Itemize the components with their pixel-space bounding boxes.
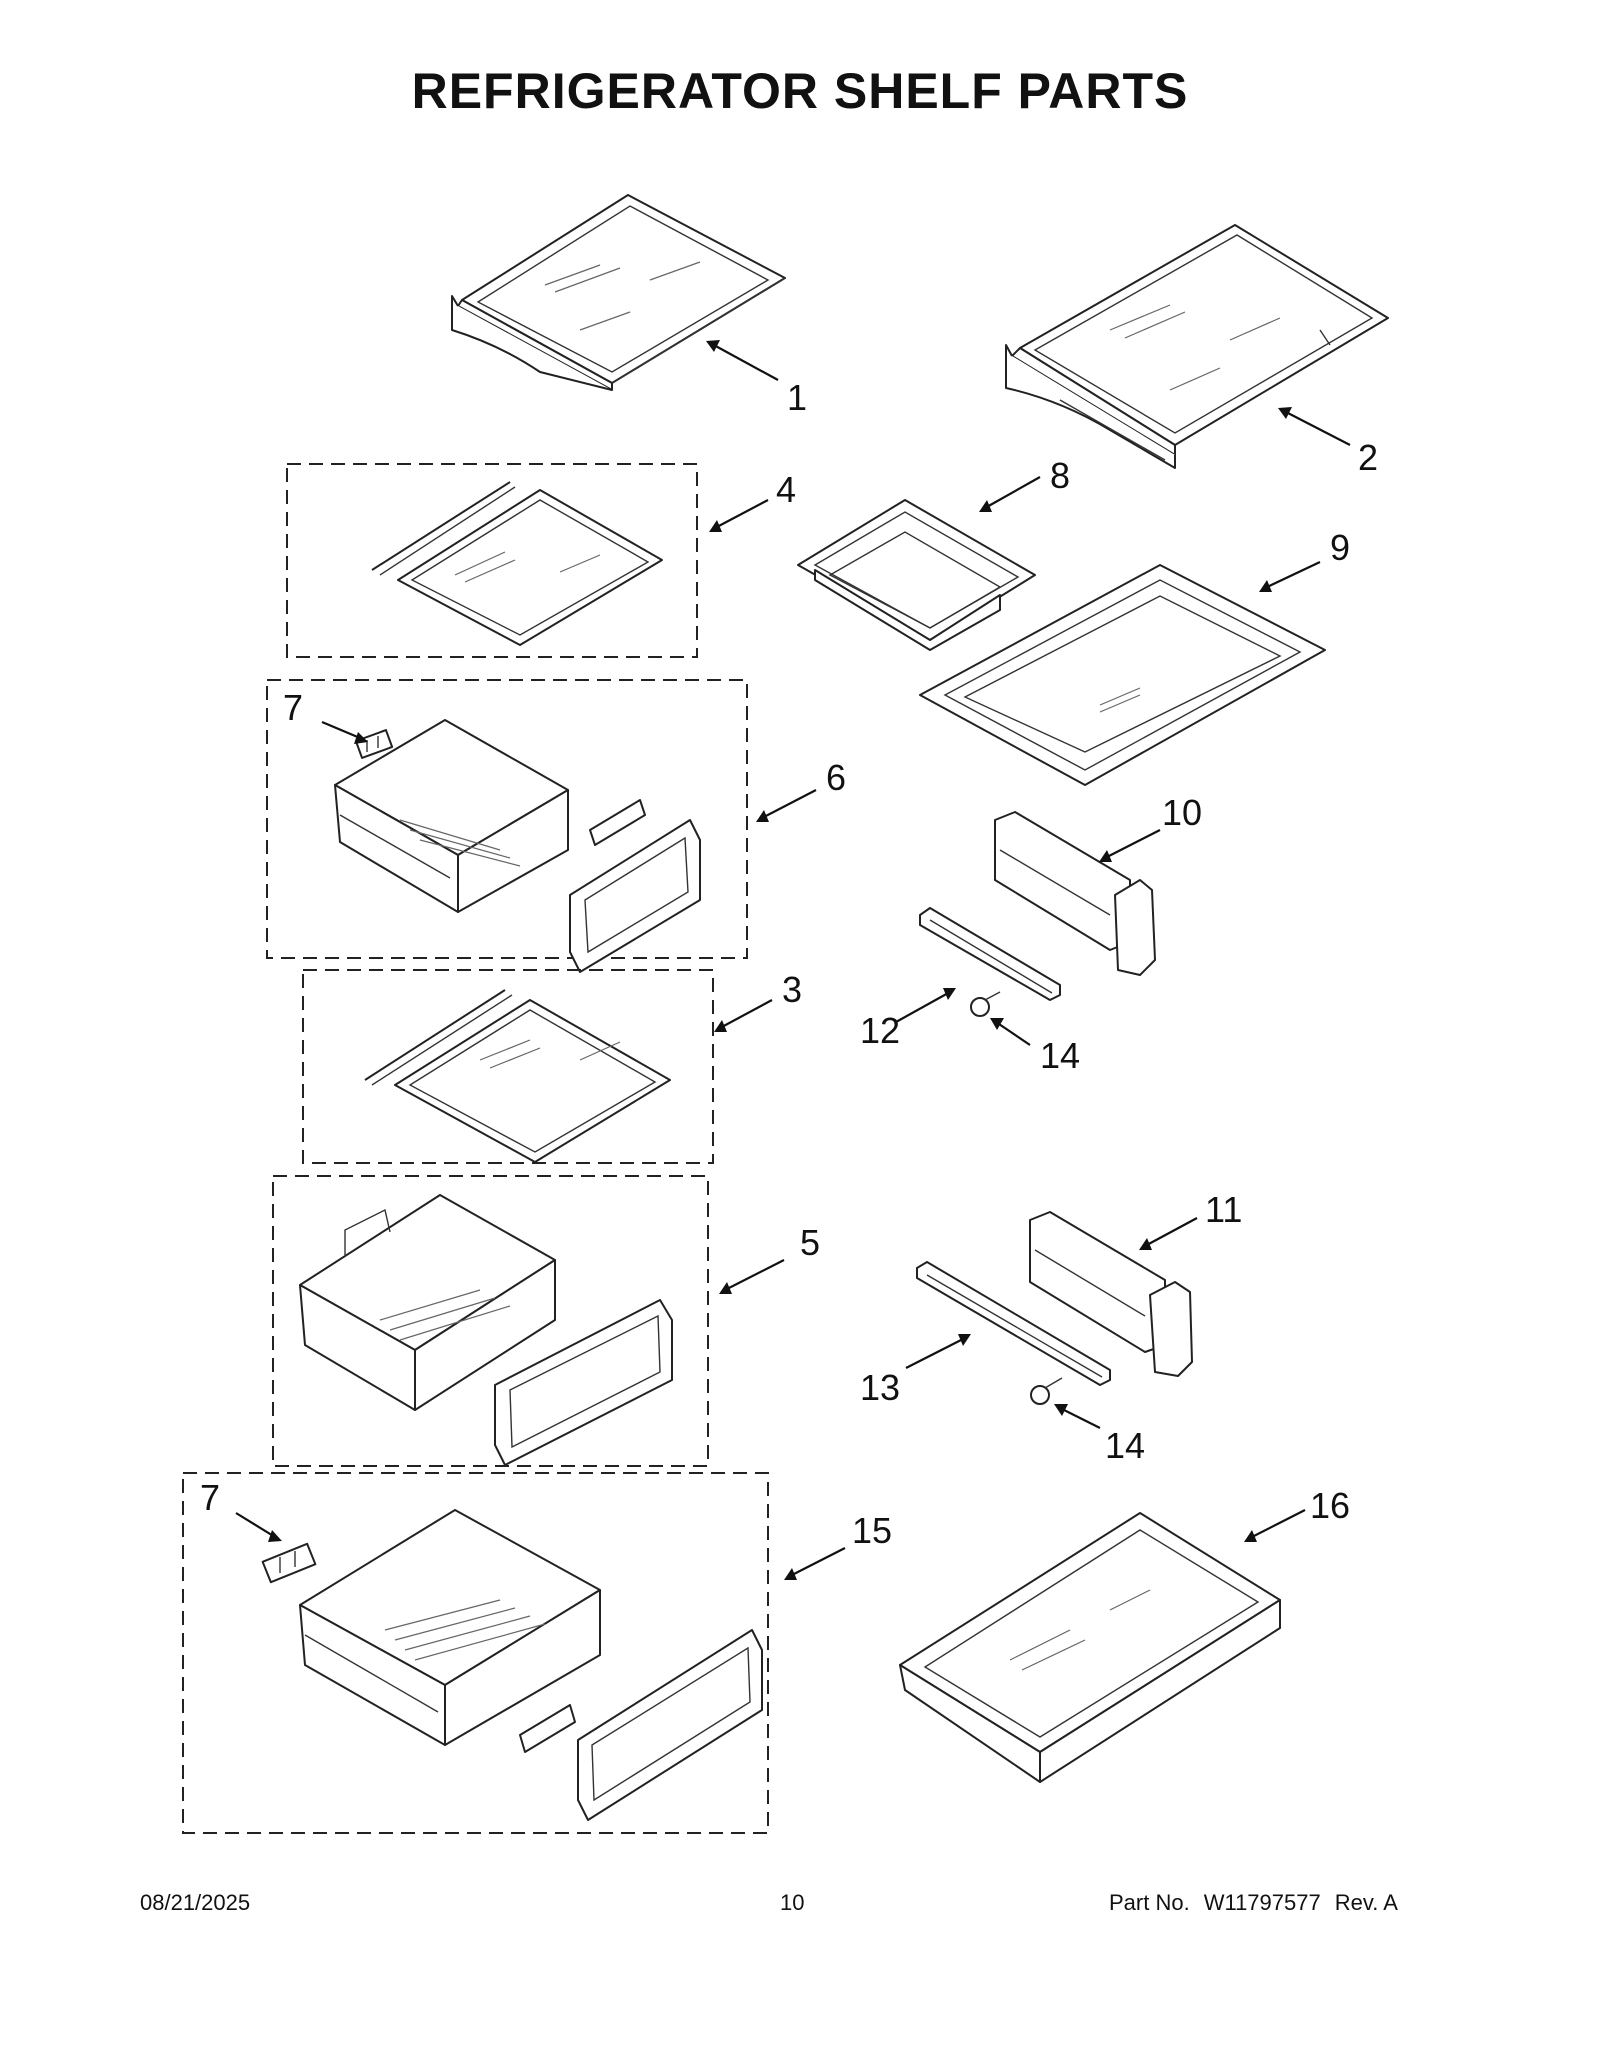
callout-8: 8	[1050, 455, 1070, 496]
part-10-drawer-slide	[994, 811, 1156, 976]
kit-boundary-5	[272, 1175, 709, 1467]
part-8-small-bin	[797, 499, 1036, 651]
callout-6: 6	[826, 757, 846, 798]
callout-3: 3	[782, 969, 802, 1010]
footer-part-info: Part No. W11797577 Rev. A	[1103, 1890, 1398, 1916]
part-5-drawer	[299, 1194, 673, 1466]
part-14-screw-a	[970, 991, 1001, 1017]
kit-boundary-15	[182, 1472, 769, 1834]
callout-16: 16	[1310, 1485, 1350, 1526]
footer-part-number: W11797577	[1203, 1890, 1321, 1915]
part-12-slide-rail	[919, 907, 1061, 1001]
callout-4: 4	[776, 469, 796, 510]
leader-arrows	[235, 340, 1351, 1580]
kit-boundary-3	[302, 969, 714, 1164]
part-1-glass-shelf	[451, 194, 786, 391]
callout-13: 13	[860, 1367, 900, 1408]
part-9-large-tray	[919, 564, 1326, 786]
callout-7-lower: 7	[200, 1477, 220, 1518]
kit-boundary-6	[266, 679, 748, 959]
kit-boundary-4	[286, 463, 698, 658]
part-7-humidity-slider-b	[261, 1542, 317, 1584]
callout-12: 12	[860, 1010, 900, 1051]
part-15-crisper-drawer	[299, 1509, 763, 1821]
callout-9: 9	[1330, 527, 1350, 568]
callout-14-lower: 14	[1105, 1425, 1145, 1466]
footer-date: 08/21/2025	[140, 1890, 251, 1915]
part-16-deli-drawer	[899, 1512, 1281, 1783]
callout-7-upper: 7	[283, 687, 303, 728]
part-3-glass-shelf	[364, 989, 671, 1163]
part-14-screw-b	[1030, 1377, 1063, 1405]
part-13-slide-rail	[916, 1261, 1111, 1386]
callout-10: 10	[1162, 792, 1202, 833]
footer-revision: Rev. A	[1334, 1890, 1398, 1915]
part-6-crisper-drawer	[334, 719, 701, 973]
callout-11: 11	[1205, 1189, 1242, 1230]
footer-part-label: Part No.	[1109, 1890, 1190, 1915]
callout-2: 2	[1358, 437, 1378, 478]
part-4-crisper-cover	[371, 481, 663, 646]
page-title: REFRIGERATOR SHELF PARTS	[411, 63, 1189, 119]
footer-page-number: 10	[780, 1890, 805, 1915]
callout-1: 1	[787, 377, 807, 418]
callout-14-upper: 14	[1040, 1035, 1080, 1076]
part-2-slide-out-shelf	[1005, 224, 1389, 469]
part-11-drawer-slide	[1029, 1211, 1193, 1377]
callout-5: 5	[800, 1222, 820, 1263]
callout-15: 15	[852, 1510, 892, 1551]
